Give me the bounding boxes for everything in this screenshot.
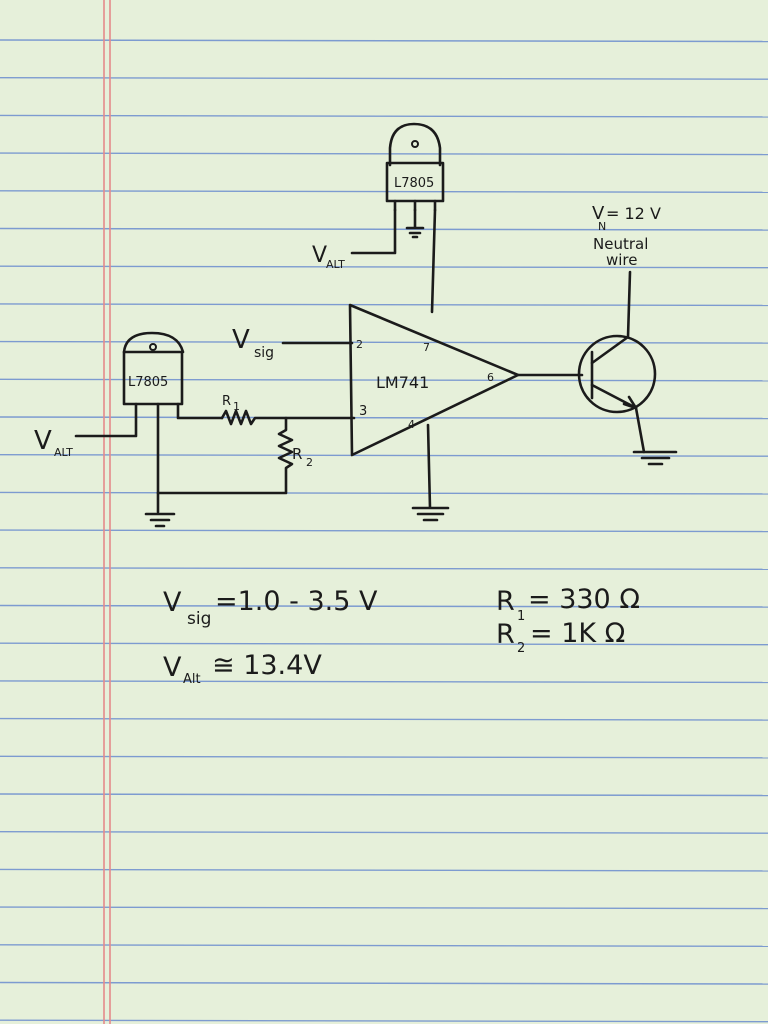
ruled-lines — [0, 39, 768, 1023]
spec-vsig-sub: sig — [187, 609, 211, 629]
r1-sub: 1 — [233, 400, 240, 413]
spec-r1-value: = 330 Ω — [528, 584, 640, 615]
ruled-line — [0, 981, 768, 985]
vn-label: V — [592, 203, 605, 224]
ruled-line — [0, 906, 768, 910]
pin-4-label: 4 — [408, 418, 415, 431]
neutral-label: Neutral — [593, 235, 648, 253]
vsig-label: V — [232, 325, 250, 355]
ruled-line — [0, 529, 768, 533]
ruled-line — [0, 114, 768, 118]
regulator-left-label: L7805 — [128, 375, 168, 390]
specs-right: R 1 = 330 Ω R 2 = 1K Ω — [496, 584, 640, 656]
ruled-line — [0, 717, 768, 721]
ruled-line — [0, 416, 768, 420]
spec-valt-value: ≅ 13.4V — [212, 650, 322, 681]
valt-top-sub: ALT — [326, 258, 345, 271]
ruled-line — [0, 39, 768, 43]
ruled-line — [0, 604, 768, 608]
opamp-lm741: LM741 2 3 7 4 6 — [348, 303, 584, 522]
ruled-line — [0, 152, 768, 156]
spec-r1-main: R — [496, 586, 515, 617]
ruled-line — [0, 567, 768, 570]
pin-3-label: 3 — [359, 404, 367, 419]
vn-value: = 12 V — [606, 204, 661, 223]
ruled-line — [0, 680, 768, 684]
spec-vsig-main: V — [163, 587, 182, 618]
ruled-line — [0, 491, 768, 495]
ruled-line — [0, 793, 768, 797]
opamp-label: LM741 — [376, 373, 429, 392]
spec-vsig-value: =1.0 - 3.5 V — [215, 586, 378, 617]
vn-sub: N — [598, 220, 606, 233]
ruled-line — [0, 868, 768, 872]
ruled-line — [0, 831, 768, 834]
spec-r1-sub: 1 — [517, 609, 525, 624]
specs-left: V sig =1.0 - 3.5 V V Alt ≅ 13.4V — [163, 586, 378, 687]
r1-label: R — [222, 394, 231, 409]
regulator-top-label: L7805 — [394, 176, 434, 191]
valt-top-label: V — [312, 243, 327, 268]
ruled-line — [0, 340, 768, 344]
spec-r2-value: = 1K Ω — [530, 618, 625, 649]
valt-left-label: V — [34, 426, 52, 456]
ruled-line — [0, 190, 768, 194]
valt-left-sub: ALT — [54, 446, 73, 459]
margin-line — [103, 0, 111, 1024]
ruled-line — [0, 1019, 768, 1023]
vsig-sub: sig — [254, 345, 274, 361]
r2-label: R — [292, 445, 302, 463]
wire-label: wire — [606, 251, 638, 269]
ruled-line — [0, 642, 768, 646]
ruled-line — [0, 76, 768, 80]
ruled-line — [0, 944, 768, 947]
ruled-line — [0, 303, 768, 307]
spec-r2-main: R — [496, 619, 515, 650]
pin-7-label: 7 — [423, 341, 430, 354]
pin-6-label: 6 — [487, 371, 494, 384]
ruled-line — [0, 265, 768, 269]
pin-2-label: 2 — [356, 338, 363, 351]
resistor-r2: R 2 — [156, 416, 313, 495]
ruled-line — [0, 755, 768, 759]
npn-transistor — [577, 270, 678, 466]
ruled-line — [0, 378, 768, 382]
resistor-r1: R 1 — [220, 394, 356, 426]
spec-valt-main: V — [163, 652, 182, 683]
regulator-top: L7805 — [350, 122, 445, 314]
ruled-line — [0, 227, 768, 231]
spec-valt-sub: Alt — [183, 672, 201, 687]
ruled-line — [0, 454, 768, 457]
spec-r2-sub: 2 — [517, 641, 525, 656]
r2-sub: 2 — [306, 456, 313, 469]
regulator-left: L7805 — [74, 331, 224, 528]
